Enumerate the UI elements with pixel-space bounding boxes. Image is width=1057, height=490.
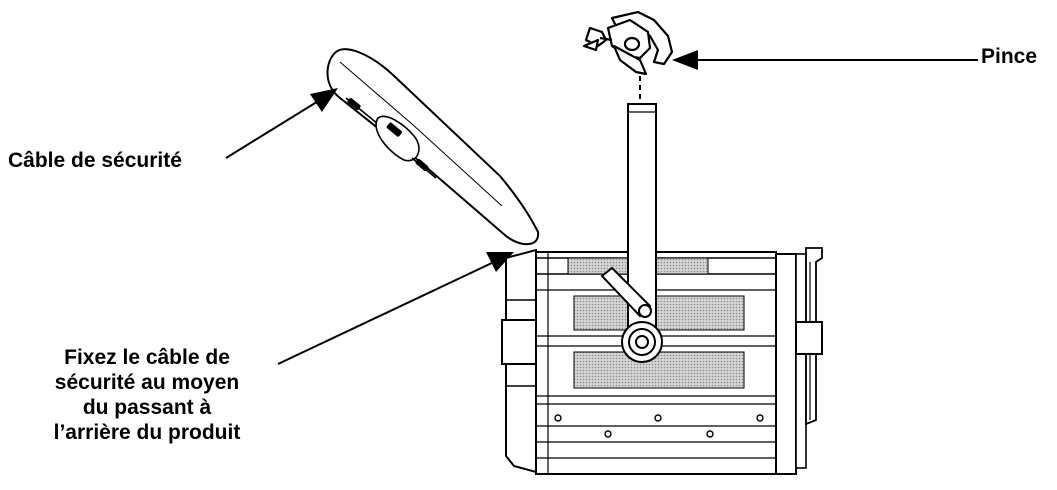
safety-cable-label: Câble de sécurité (8, 149, 182, 172)
safety-cable-arrow (225, 88, 338, 159)
attach-instruction-line: l’arrière du produit (53, 421, 241, 444)
attach-instruction-label: Fixez le câble de sécurité au moyen du p… (16, 345, 278, 445)
attach-instruction-line: sécurité au moyen (54, 371, 240, 394)
lower-grille (573, 351, 745, 389)
upper-grille (573, 295, 745, 331)
attach-instruction-line: Fixez le câble de (64, 346, 230, 369)
yoke-icon (600, 103, 663, 363)
fixture-icon (501, 247, 823, 475)
attach-instruction-line: du passant à (82, 396, 212, 419)
attach-loop-arrow (277, 252, 514, 365)
pince-label: Pince (981, 45, 1038, 68)
pince-arrow (672, 50, 978, 70)
clamp-icon (582, 10, 674, 76)
safety-cable-icon (326, 48, 540, 246)
